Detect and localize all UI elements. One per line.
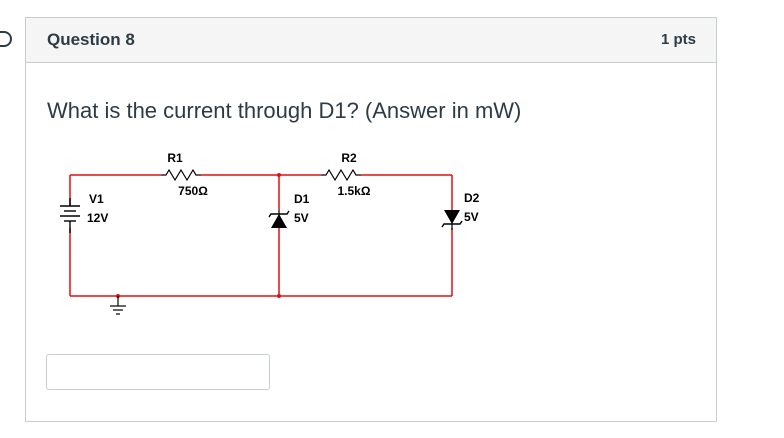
question-text: What is the current through D1? (Answer … [47, 98, 522, 123]
v1-label: V1 [89, 192, 104, 206]
resistor-r2: R2 1.5kΩ [321, 151, 371, 198]
circuit-wires [69, 174, 453, 297]
question-points: 1 pts [660, 31, 696, 48]
zener-diode-d2: D2 5V [441, 191, 480, 230]
r2-value: 1.5kΩ [338, 184, 371, 198]
answer-input[interactable] [46, 354, 270, 390]
v1-value: 12V [87, 211, 108, 225]
d1-value: 5V [294, 211, 309, 225]
r1-value: 750Ω [178, 184, 208, 198]
junction-dot [277, 294, 281, 298]
d2-label: D2 [464, 191, 480, 205]
question-title: Question 8 [47, 30, 135, 49]
resistor-r1: R1 750Ω [161, 151, 208, 198]
battery-v1 [60, 198, 80, 233]
d2-value: 5V [464, 210, 479, 224]
question-card: Question 8 1 pts What is the current thr… [25, 17, 717, 422]
junction-dot [277, 173, 281, 177]
r1-label: R1 [167, 151, 183, 165]
ground-icon [110, 296, 126, 315]
question-marker-icon[interactable] [0, 31, 12, 47]
zener-diode-d1: D1 5V [268, 192, 310, 228]
d1-label: D1 [294, 192, 310, 206]
r2-label: R2 [341, 151, 357, 165]
question-header: Question 8 1 pts [26, 18, 716, 63]
circuit-diagram: R1 750Ω R2 1.5kΩ V1 12V [60, 151, 480, 315]
